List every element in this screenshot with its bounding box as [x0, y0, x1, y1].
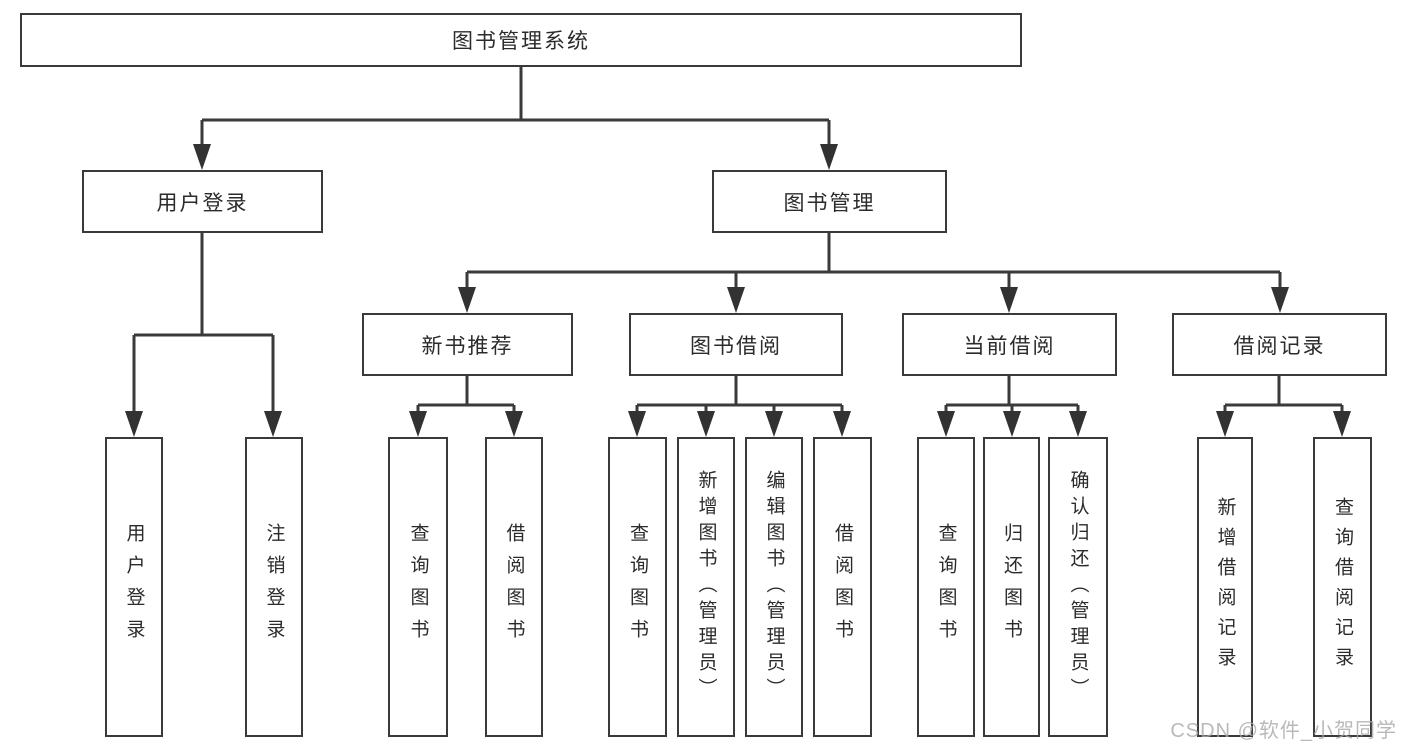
node-book-mgmt: 图书管理 — [712, 170, 947, 233]
leaf-query-books-current: 查询图书 — [917, 437, 975, 737]
leaf-query-borrow-record: 查询借阅记录 — [1313, 437, 1372, 737]
branch-new-book-rec — [409, 376, 523, 437]
arrow-down-icon — [820, 144, 838, 170]
arrow-down-icon — [727, 287, 745, 313]
leaf-confirm-return-admin: 确认归还（管理员） — [1048, 437, 1108, 737]
node-user-login: 用户登录 — [82, 170, 323, 233]
leaf-return-books: 归还图书 — [983, 437, 1040, 737]
csdn-watermark: CSDN @软件_小贺同学 — [1170, 720, 1397, 742]
node-root: 图书管理系统 — [20, 13, 1022, 67]
node-current-borrow: 当前借阅 — [902, 313, 1117, 376]
leaf-add-borrow-record: 新增借阅记录 — [1197, 437, 1253, 737]
arrow-down-icon — [458, 287, 476, 313]
arrow-down-icon — [697, 411, 715, 437]
leaf-query-books-borrow: 查询图书 — [608, 437, 667, 737]
arrow-down-icon — [193, 144, 211, 170]
arrow-down-icon — [1000, 287, 1018, 313]
node-book-borrow: 图书借阅 — [629, 313, 843, 376]
arrow-down-icon — [1069, 411, 1087, 437]
branch-current-borrow — [937, 376, 1087, 437]
arrow-down-icon — [125, 411, 143, 437]
node-new-book-rec: 新书推荐 — [362, 313, 573, 376]
branch-root — [193, 67, 838, 170]
leaf-add-books-admin: 新增图书（管理员） — [677, 437, 735, 737]
arrow-down-icon — [1216, 411, 1234, 437]
arrow-down-icon — [765, 411, 783, 437]
arrow-down-icon — [1333, 411, 1351, 437]
leaf-borrow-books-rec: 借阅图书 — [485, 437, 543, 737]
branch-user-login — [125, 233, 282, 437]
arrow-down-icon — [409, 411, 427, 437]
arrow-down-icon — [833, 411, 851, 437]
arrow-down-icon — [937, 411, 955, 437]
branch-borrow-records — [1216, 376, 1351, 437]
leaf-logout: 注销登录 — [245, 437, 303, 737]
branch-book-mgmt — [458, 233, 1289, 313]
leaf-user-login: 用户登录 — [105, 437, 163, 737]
arrow-down-icon — [505, 411, 523, 437]
node-borrow-records: 借阅记录 — [1172, 313, 1387, 376]
arrow-down-icon — [1271, 287, 1289, 313]
leaf-query-books-rec: 查询图书 — [388, 437, 448, 737]
leaf-borrow-books: 借阅图书 — [813, 437, 872, 737]
arrow-down-icon — [264, 411, 282, 437]
branch-book-borrow — [628, 376, 851, 437]
arrow-down-icon — [628, 411, 646, 437]
leaf-edit-books-admin: 编辑图书（管理员） — [745, 437, 803, 737]
arrow-down-icon — [1003, 411, 1021, 437]
